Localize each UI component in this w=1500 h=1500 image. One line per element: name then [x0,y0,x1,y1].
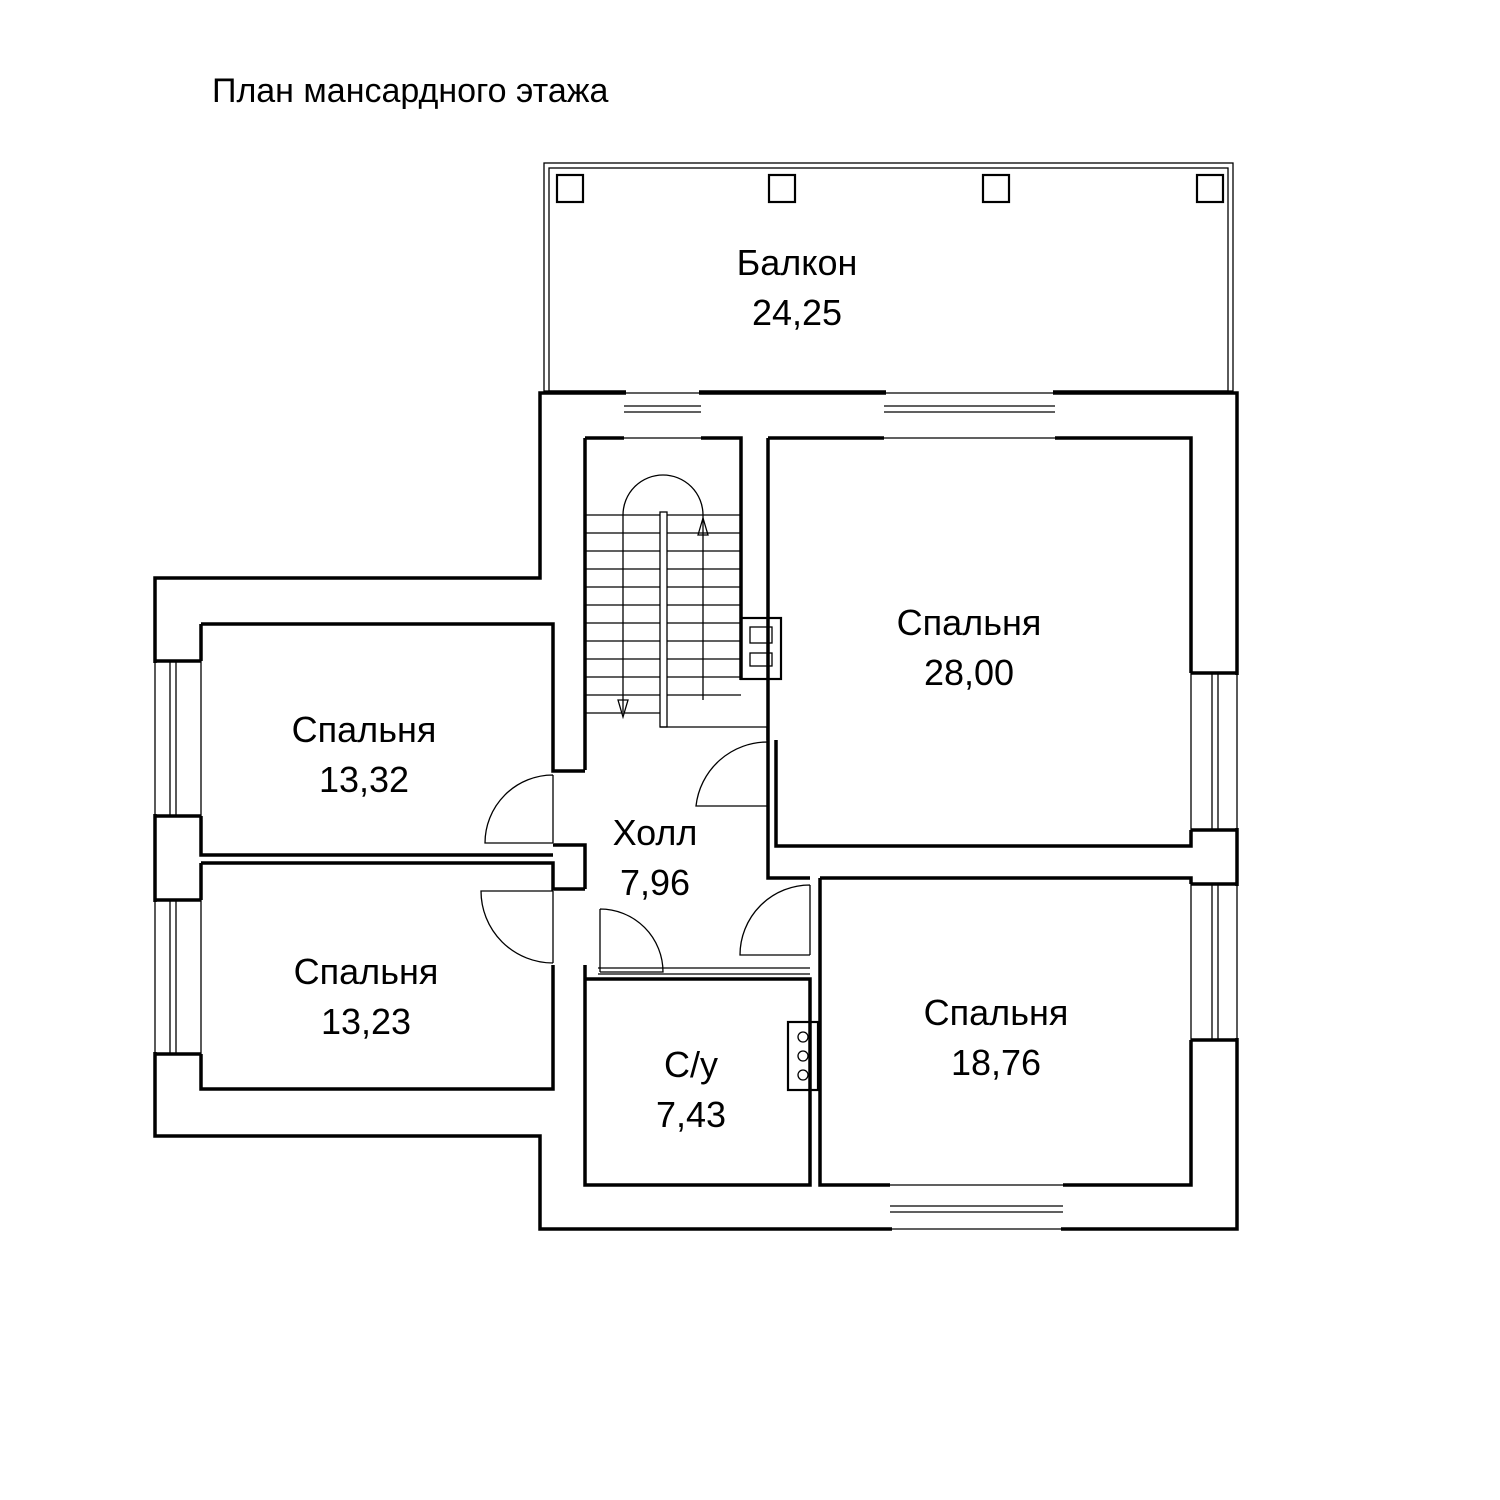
room-name: Спальня [897,602,1042,643]
room-area: 13,23 [321,1001,411,1042]
room-name: Спальня [924,992,1069,1033]
plan-title: План мансардного этажа [212,72,609,110]
room-area: 24,25 [752,292,842,333]
windows [151,389,1241,1233]
room-area: 13,32 [319,759,409,800]
room-name: Балкон [737,242,858,283]
balcony-post [767,173,797,204]
room-area: 7,96 [620,862,690,903]
doors [480,741,811,975]
room-name: Холл [613,812,698,853]
room-area: 28,00 [924,652,1014,693]
room-name: С/у [664,1044,718,1085]
balcony-post [981,173,1011,204]
room-labels: Балкон 24,25 Спальня 28,00 Спальня 13,32… [292,242,1069,1135]
room-area: 18,76 [951,1042,1041,1083]
balcony [543,162,1234,392]
balcony-post [1195,173,1225,204]
room-name: Спальня [294,951,439,992]
ventilation-blocks [739,616,820,1092]
staircase [585,474,768,740]
balcony-post [555,173,585,204]
room-area: 7,43 [656,1094,726,1135]
room-name: Спальня [292,709,437,750]
